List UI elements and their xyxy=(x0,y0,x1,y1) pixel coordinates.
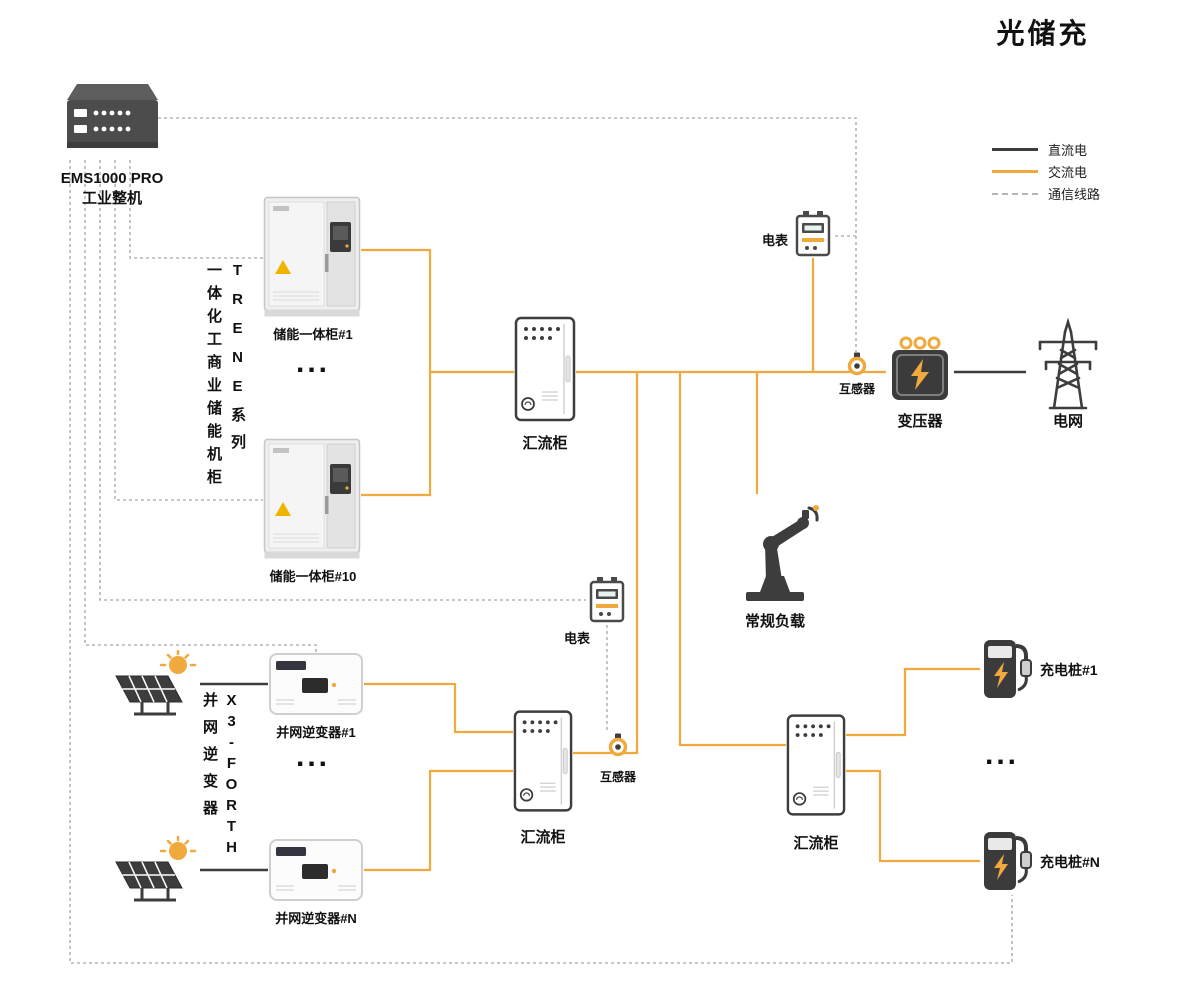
ac-line-inverter1-to-combiner xyxy=(364,682,513,734)
page-title: 光储充 xyxy=(996,18,1090,49)
legend-row-dc: 直流电 xyxy=(992,142,1100,158)
solar-panel-2-icon xyxy=(108,836,200,908)
storage-cabinet-1-label: 储能一体柜#1 xyxy=(273,327,353,342)
solar-panel-1-icon xyxy=(108,650,200,722)
ems-label-line2: 工业整机 xyxy=(81,190,142,207)
ems-controller-icon xyxy=(65,80,160,160)
storage-series-name: TRENE系列 xyxy=(229,262,246,461)
grid-label: 电网 xyxy=(1052,413,1083,430)
combiner-pv-label: 汇流柜 xyxy=(520,829,566,846)
ct-top-icon xyxy=(845,352,869,376)
combiner-main-label: 汇流柜 xyxy=(522,435,568,452)
inverter-n-icon xyxy=(268,838,364,902)
inverter-ellipsis: ... xyxy=(295,740,330,773)
inverter-1-icon xyxy=(268,652,364,716)
regular-load-icon xyxy=(730,492,820,604)
regular-load-label: 常规负载 xyxy=(744,613,805,630)
comm-line-ems-to-meter-bottom xyxy=(99,160,586,601)
comm-line-ems-to-chargers xyxy=(69,160,1013,964)
ac-line-combiner-to-chargern xyxy=(846,769,980,863)
comm-line-ems-to-storage1 xyxy=(129,160,263,259)
charger-1-label: 充电桩#1 xyxy=(1040,662,1098,678)
legend-row-comm: 通信线路 xyxy=(992,186,1101,202)
inverter-1-label: 并网逆变器#1 xyxy=(276,725,356,740)
meter-bottom-icon xyxy=(588,576,626,624)
ct-top-label: 互感器 xyxy=(838,382,875,396)
legend: 直流电 交流电 通信线路 xyxy=(992,142,1101,202)
legend-label-dc: 直流电 xyxy=(1048,143,1088,158)
storage-series-vertical-label: TRENE系列 一体化工商业储能机柜 xyxy=(200,262,251,522)
inverter-series-description: 并网逆变器 xyxy=(201,692,218,827)
ac-line-swatch xyxy=(992,170,1038,173)
inverter-series-vertical-label: X3-FORTH 并网逆变器 xyxy=(196,692,243,872)
storage-cabinet-1-icon xyxy=(263,196,361,318)
meter-top-label: 电表 xyxy=(761,233,788,248)
charger-n-icon xyxy=(980,828,1032,894)
dc-line-swatch xyxy=(992,148,1038,151)
ems-label-line1: EMS1000 PRO xyxy=(60,170,164,187)
ct-bottom-label: 互感器 xyxy=(599,770,636,784)
combiner-pv-icon xyxy=(513,708,573,814)
ems-label: EMS1000 PRO 工业整机 xyxy=(22,170,202,208)
charger-ellipsis: ... xyxy=(984,738,1019,771)
ac-line-ev-branch xyxy=(678,372,786,747)
legend-row-ac: 交流电 xyxy=(992,164,1100,180)
comm-line-ems-to-storage10 xyxy=(114,160,263,501)
inverter-series-name: X3-FORTH xyxy=(223,692,240,860)
ac-line-storage-bus xyxy=(361,248,432,497)
meter-bottom-label: 电表 xyxy=(563,631,590,646)
combiner-ev-label: 汇流柜 xyxy=(793,835,839,852)
storage-cabinet-10-icon xyxy=(263,438,361,560)
storage-ellipsis: ... xyxy=(295,346,330,379)
ac-line-invertern-to-combiner xyxy=(364,769,513,872)
ac-line-pv-riser xyxy=(573,372,639,755)
ct-bottom-icon xyxy=(606,733,630,757)
meter-top-icon xyxy=(794,210,832,258)
combiner-main-icon xyxy=(514,316,576,422)
ac-line-combiner-to-charger1 xyxy=(846,667,980,737)
comm-line-swatch xyxy=(992,192,1038,195)
storage-series-description: 一体化工商业储能机柜 xyxy=(205,262,222,492)
storage-cabinet-10-label: 储能一体柜#10 xyxy=(269,569,357,584)
charger-n-label: 充电桩#N xyxy=(1040,854,1100,870)
comm-line-ems-to-meter-top xyxy=(158,117,857,352)
comm-line-ems-to-inverters xyxy=(84,160,317,652)
transformer-label: 变压器 xyxy=(897,413,943,430)
inverter-n-label: 并网逆变器#N xyxy=(275,911,357,926)
combiner-ev-icon xyxy=(786,712,846,818)
legend-label-ac: 交流电 xyxy=(1048,165,1088,180)
transformer-icon xyxy=(886,334,954,404)
legend-label-comm: 通信线路 xyxy=(1048,187,1101,202)
power-grid-icon xyxy=(1024,318,1112,410)
charger-1-icon xyxy=(980,636,1032,702)
